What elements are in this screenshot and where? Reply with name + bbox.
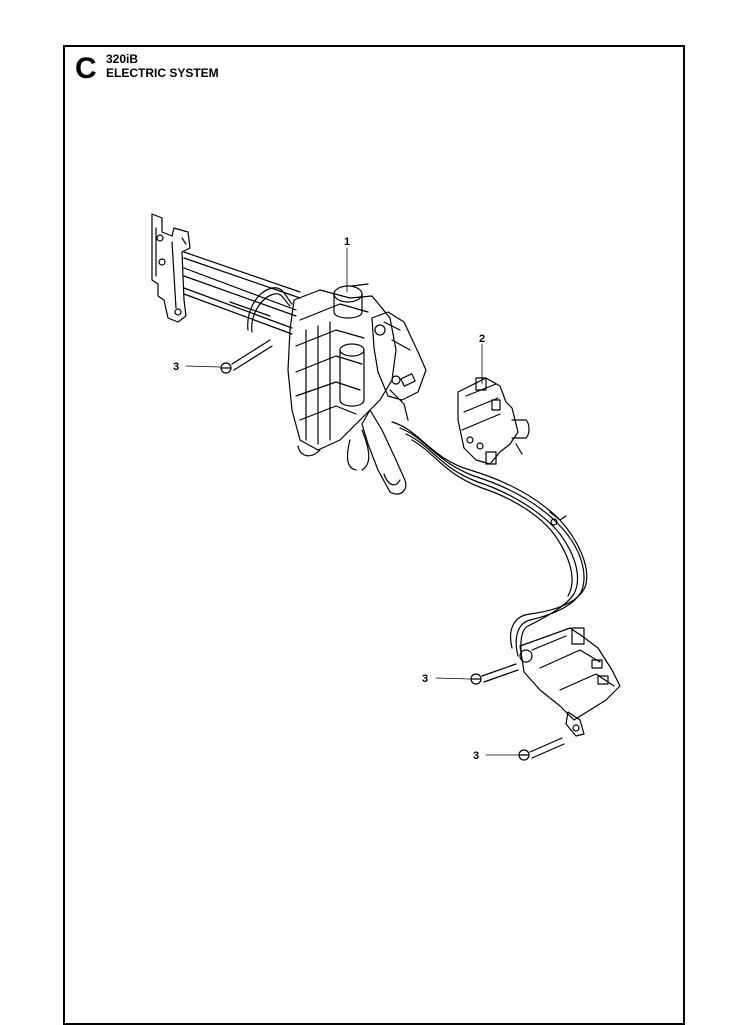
handle-switch: [519, 627, 621, 737]
diagram-title: ELECTRIC SYSTEM: [106, 66, 219, 80]
callout-3-bottom: 3: [473, 750, 479, 762]
leader-lines: [185, 247, 519, 756]
mounting-bracket: [151, 213, 191, 323]
cable-harness: [391, 421, 588, 661]
section-letter: C: [75, 52, 97, 85]
callout-3-top: 3: [173, 361, 179, 373]
bracket-rails: [183, 251, 301, 335]
wire-loop: [247, 287, 293, 333]
callout-2: 2: [479, 333, 485, 345]
callout-1: 1: [344, 236, 350, 248]
control-unit: [287, 283, 427, 495]
screw-middle: [470, 663, 519, 685]
screw-top: [220, 339, 273, 374]
callout-3-middle: 3: [422, 673, 428, 685]
switch-unit: [457, 377, 530, 465]
model-name: 320iB: [106, 52, 139, 66]
screw-bottom: [518, 737, 565, 761]
